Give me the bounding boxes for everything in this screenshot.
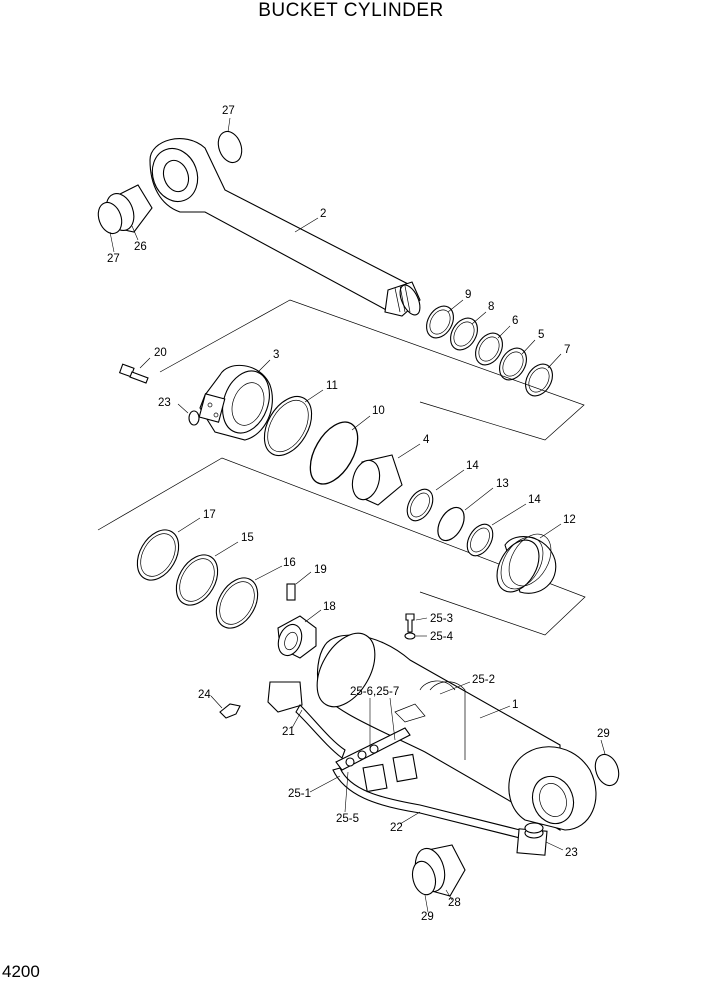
pipe-21	[267, 681, 346, 759]
callout-4: 4	[423, 434, 430, 446]
piston-12	[496, 533, 557, 594]
o-ring-23-upper	[188, 410, 200, 426]
assembly-guide-upper	[159, 299, 585, 441]
callout-25-6-25-7: 25-6,25-7	[350, 686, 399, 698]
callout-25-3: 25-3	[430, 613, 453, 625]
dust-seal-29-lower	[411, 860, 437, 896]
bolt-20	[118, 363, 149, 384]
bolt-25-3	[405, 613, 415, 633]
callout-29: 29	[597, 728, 610, 740]
page-number: 4200	[2, 962, 40, 981]
callout-16: 16	[283, 557, 296, 569]
callout-15: 15	[241, 532, 254, 544]
callout-14: 14	[466, 460, 479, 472]
ring-17	[136, 529, 180, 581]
callout-24: 24	[198, 689, 211, 701]
o-ring-13	[437, 506, 465, 542]
callout-12: 12	[563, 514, 576, 526]
callout-21: 21	[282, 726, 295, 738]
ring-14-left	[406, 488, 434, 522]
callout-6: 6	[512, 315, 518, 327]
callout-22: 22	[390, 822, 403, 834]
assembly-guide-lower	[97, 457, 586, 636]
callout-3: 3	[273, 349, 279, 361]
ring-7	[525, 363, 553, 397]
piston-rod	[149, 138, 421, 317]
cylinder-tube-1	[316, 632, 597, 831]
ring-11	[263, 395, 313, 457]
callout-14: 14	[528, 494, 541, 506]
ring-6	[475, 332, 503, 366]
ring-15	[175, 554, 219, 606]
nut-18	[277, 615, 317, 659]
callout-13: 13	[496, 478, 509, 490]
callout-28: 28	[448, 897, 461, 909]
callout-17: 17	[203, 509, 216, 521]
bolt-24	[219, 703, 241, 719]
callout-23: 23	[565, 847, 578, 859]
ring-16	[215, 577, 259, 629]
callout-26: 26	[134, 241, 147, 253]
rod-cover-3	[198, 364, 273, 441]
callout-29: 29	[421, 911, 434, 923]
callout-25-2: 25-2	[472, 674, 495, 686]
callout-7: 7	[564, 344, 570, 356]
o-ring-23-lower	[524, 822, 544, 834]
ring-8	[450, 317, 478, 351]
callout-19: 19	[314, 564, 327, 576]
bushing-4	[351, 454, 403, 506]
callout-27: 27	[222, 105, 235, 117]
callout-10: 10	[372, 405, 385, 417]
dust-seal-29-right	[594, 753, 620, 787]
callout-25-5: 25-5	[336, 813, 359, 825]
callout-18: 18	[323, 601, 336, 613]
callout-5: 5	[538, 329, 544, 341]
page-title: BUCKET CYLINDER	[258, 0, 444, 21]
callout-8: 8	[488, 301, 494, 313]
clamp-25	[335, 727, 418, 793]
callout-labels: 2 27 27 26 9 8 6 5 7 20 23 3 11 10 4 14 …	[107, 105, 610, 923]
dust-seal-27-left	[97, 201, 123, 235]
callout-27: 27	[107, 253, 120, 265]
ring-14-right	[466, 523, 494, 557]
callout-11: 11	[326, 380, 338, 392]
callout-23: 23	[158, 397, 171, 409]
callout-20: 20	[154, 347, 167, 359]
set-screw-19	[286, 583, 296, 601]
callout-25-1: 25-1	[288, 788, 311, 800]
callout-2: 2	[320, 208, 326, 220]
dust-seal-27-top	[217, 130, 243, 164]
callout-25-4: 25-4	[430, 631, 454, 643]
o-ring-10	[309, 421, 359, 485]
washer-25-4	[404, 632, 416, 640]
callout-1: 1	[512, 699, 518, 711]
ring-5	[499, 347, 527, 381]
ring-9	[426, 305, 454, 339]
leader-lines	[109, 117, 606, 913]
callout-9: 9	[465, 289, 471, 301]
